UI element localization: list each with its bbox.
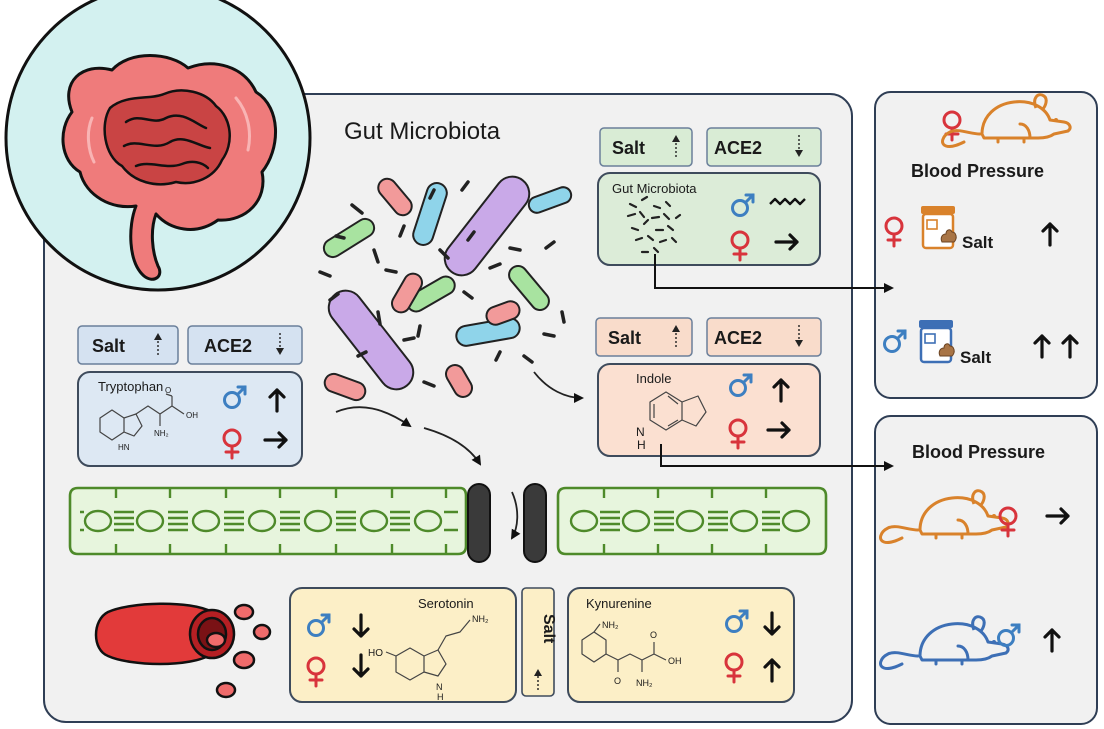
tryptophan-label: Tryptophan — [98, 379, 163, 394]
bacteria-cloud — [318, 175, 573, 402]
salt-chip-label: Salt — [92, 336, 125, 356]
connector-microbiota — [654, 254, 894, 293]
svg-text:O: O — [614, 676, 621, 686]
svg-text:H: H — [637, 438, 646, 452]
salt-chip-label: Salt — [608, 328, 641, 348]
tight-junction-right — [523, 483, 547, 563]
ace2-chip-label: ACE2 — [204, 336, 252, 356]
bp-bottom-title: Blood Pressure — [912, 442, 1045, 462]
svg-text:OH: OH — [186, 411, 198, 420]
wavy-line-icon — [769, 197, 806, 206]
intestine-illustration — [4, 0, 312, 292]
flow-arrows — [335, 371, 584, 540]
kynurenine-label: Kynurenine — [586, 596, 652, 611]
tight-junction-left — [467, 483, 491, 563]
serotonin-molecule: NH₂ HO N H — [368, 614, 489, 702]
gut-microbiota-title: Gut Microbiota — [344, 118, 501, 145]
tryptophan-molecule: O OH NH₂ HN — [99, 386, 198, 452]
salt-chip-label: Salt — [612, 138, 645, 158]
kynurenine-molecule: NH₂ O OH NH₂ O — [581, 620, 682, 688]
bp-panel-bottom — [874, 415, 1098, 725]
svg-text:H: H — [437, 692, 444, 702]
bp-top-title: Blood Pressure — [911, 161, 1044, 181]
svg-text:O: O — [165, 386, 171, 395]
kynurenine-module: Kynurenine NH₂ O OH NH₂ O — [567, 587, 795, 703]
svg-text:HN: HN — [118, 443, 130, 452]
blood-vessel-illustration — [94, 602, 272, 699]
serotonin-module: Serotonin NH₂ HO N H — [289, 587, 517, 703]
indole-module: Salt ACE2 Indole N H — [595, 317, 822, 457]
indole-molecule: N H — [636, 391, 707, 452]
svg-text:N: N — [436, 682, 443, 692]
svg-text:Salt: Salt — [540, 614, 557, 644]
indole-label: Indole — [636, 371, 671, 386]
bp-top-content: Blood Pressure Salt Salt — [883, 93, 1079, 367]
gut-microbiota-small-label: Gut Microbiota — [612, 181, 697, 196]
salt-vertical-chip: Salt — [521, 587, 557, 697]
svg-text:NH₂: NH₂ — [472, 614, 489, 624]
svg-text:O: O — [650, 630, 657, 640]
svg-text:NH₂: NH₂ — [636, 678, 653, 688]
svg-text:NH₂: NH₂ — [154, 429, 169, 438]
microbiota-dots-icon — [626, 195, 682, 254]
ace2-chip-label: ACE2 — [714, 328, 762, 348]
svg-text:HO: HO — [368, 648, 383, 659]
ace2-chip-label: ACE2 — [714, 138, 762, 158]
salt-label-male: Salt — [960, 348, 992, 367]
svg-text:N: N — [636, 425, 645, 439]
svg-text:OH: OH — [668, 656, 682, 666]
connector-indole — [660, 444, 894, 471]
salt-label-female: Salt — [962, 233, 994, 252]
serotonin-label: Serotonin — [418, 596, 474, 611]
gut-microbiota-module: Salt ACE2 Gut Microbiota — [597, 127, 822, 266]
bp-bottom-content: Blood Pressure — [879, 442, 1070, 671]
svg-text:NH₂: NH₂ — [602, 620, 619, 630]
epithelium-band — [68, 483, 828, 563]
tryptophan-module: Salt ACE2 Tryptophan O OH NH₂ HN — [77, 325, 303, 467]
